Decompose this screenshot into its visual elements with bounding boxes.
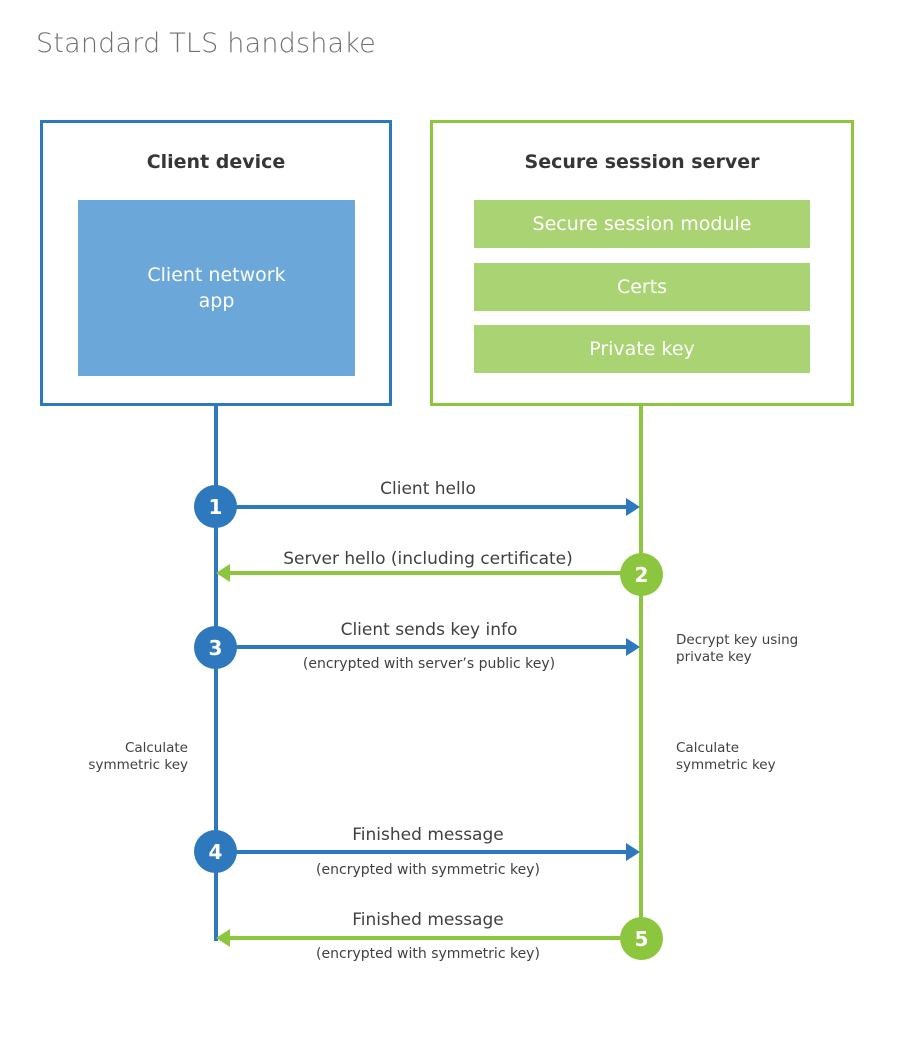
step-4-arrow-head — [626, 843, 640, 861]
step-5-arrow-head — [216, 929, 230, 947]
note-server-calculate-symmetric-key: Calculate symmetric key — [676, 740, 876, 774]
step-5-arrow-line — [230, 936, 632, 940]
note-server-calc-line2: symmetric key — [676, 757, 776, 773]
server-component-private-key: Private key — [474, 325, 810, 373]
server-lifeline — [639, 405, 643, 940]
step-4-arrow-line — [216, 850, 626, 854]
note-decrypt-key: Decrypt key using private key — [676, 632, 876, 666]
client-network-app-block: Client network app — [78, 200, 355, 376]
note-decrypt-key-line1: Decrypt key using — [676, 632, 799, 648]
secure-session-server-title: Secure session server — [524, 151, 760, 173]
page-title: Standard TLS handshake — [36, 28, 376, 59]
step-3-label: Client sends key info — [340, 620, 518, 640]
step-5-marker[interactable]: 5 — [620, 917, 663, 960]
step-1-arrow-head — [626, 498, 640, 516]
step-3-marker[interactable]: 3 — [194, 626, 237, 669]
step-3-arrow-line — [216, 645, 626, 649]
step-5-sublabel: (encrypted with symmetric key) — [316, 946, 540, 962]
client-device-title: Client device — [146, 151, 286, 173]
step-3-arrow-head — [626, 638, 640, 656]
server-component-secure-session-module: Secure session module — [474, 200, 810, 248]
client-app-label-line2: app — [198, 290, 235, 312]
note-client-calc-line2: symmetric key — [88, 757, 188, 773]
note-client-calculate-symmetric-key: Calculate symmetric key — [0, 740, 188, 774]
step-5-label: Finished message — [352, 910, 504, 930]
note-decrypt-key-line2: private key — [676, 649, 752, 665]
step-2-arrow-line — [230, 571, 632, 575]
step-1-label: Client hello — [380, 479, 476, 499]
client-app-label-line1: Client network — [147, 264, 286, 286]
step-1-marker[interactable]: 1 — [194, 485, 237, 528]
step-2-label: Server hello (including certificate) — [283, 549, 573, 569]
note-server-calc-line1: Calculate — [676, 740, 740, 756]
step-4-sublabel: (encrypted with symmetric key) — [316, 862, 540, 878]
step-2-marker[interactable]: 2 — [620, 553, 663, 596]
client-lifeline — [214, 405, 218, 941]
step-2-arrow-head — [216, 564, 230, 582]
step-1-arrow-line — [216, 505, 626, 509]
server-component-certs: Certs — [474, 263, 810, 311]
step-4-label: Finished message — [352, 825, 504, 845]
step-4-marker[interactable]: 4 — [194, 830, 237, 873]
note-client-calc-line1: Calculate — [124, 740, 188, 756]
step-3-sublabel: (encrypted with server’s public key) — [302, 656, 556, 672]
